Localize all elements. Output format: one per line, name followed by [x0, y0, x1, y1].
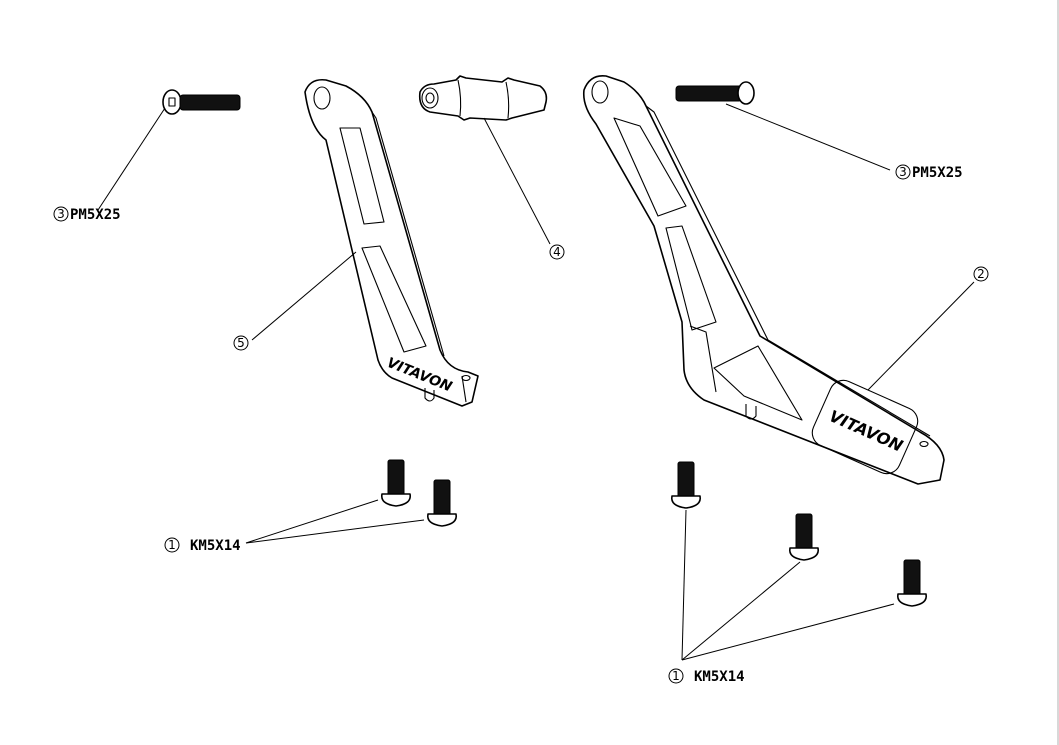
button-head-screw-right — [675, 81, 755, 105]
large-bracket: VITAVON — [582, 74, 945, 485]
svg-text:3: 3 — [899, 165, 907, 179]
spacer-bushing — [418, 75, 548, 121]
small-bracket: VITAVON — [304, 78, 479, 407]
svg-text:PM5X25: PM5X25 — [70, 207, 121, 223]
button-head-screw-left — [162, 89, 241, 115]
svg-text:4: 4 — [553, 245, 561, 259]
countersunk-bolt-right-3 — [896, 559, 928, 607]
callout-screw-right: 3 PM5X25 — [725, 103, 963, 181]
callout-bolts-right: 1 KM5X14 — [668, 509, 895, 685]
svg-text:KM5X14: KM5X14 — [190, 538, 241, 554]
svg-text:3: 3 — [57, 207, 65, 221]
svg-text:PM5X25: PM5X25 — [912, 165, 963, 181]
callout-spacer: 4 — [483, 117, 565, 260]
page-edge — [1057, 0, 1059, 745]
svg-text:5: 5 — [237, 336, 245, 350]
countersunk-bolt-right-1 — [670, 461, 702, 509]
callout-large-bracket: 2 — [867, 266, 989, 391]
countersunk-bolt-left-2 — [426, 479, 458, 527]
svg-text:KM5X14: KM5X14 — [694, 669, 745, 685]
svg-text:1: 1 — [168, 538, 176, 552]
svg-text:1: 1 — [672, 669, 680, 683]
callout-bolts-left: 1 KM5X14 — [164, 499, 425, 554]
countersunk-bolt-right-2 — [788, 513, 820, 561]
callout-screw-left: 3 PM5X25 — [53, 107, 166, 223]
countersunk-bolt-left-1 — [380, 459, 412, 507]
callout-small-bracket: 5 — [233, 251, 357, 351]
svg-text:2: 2 — [977, 267, 985, 281]
